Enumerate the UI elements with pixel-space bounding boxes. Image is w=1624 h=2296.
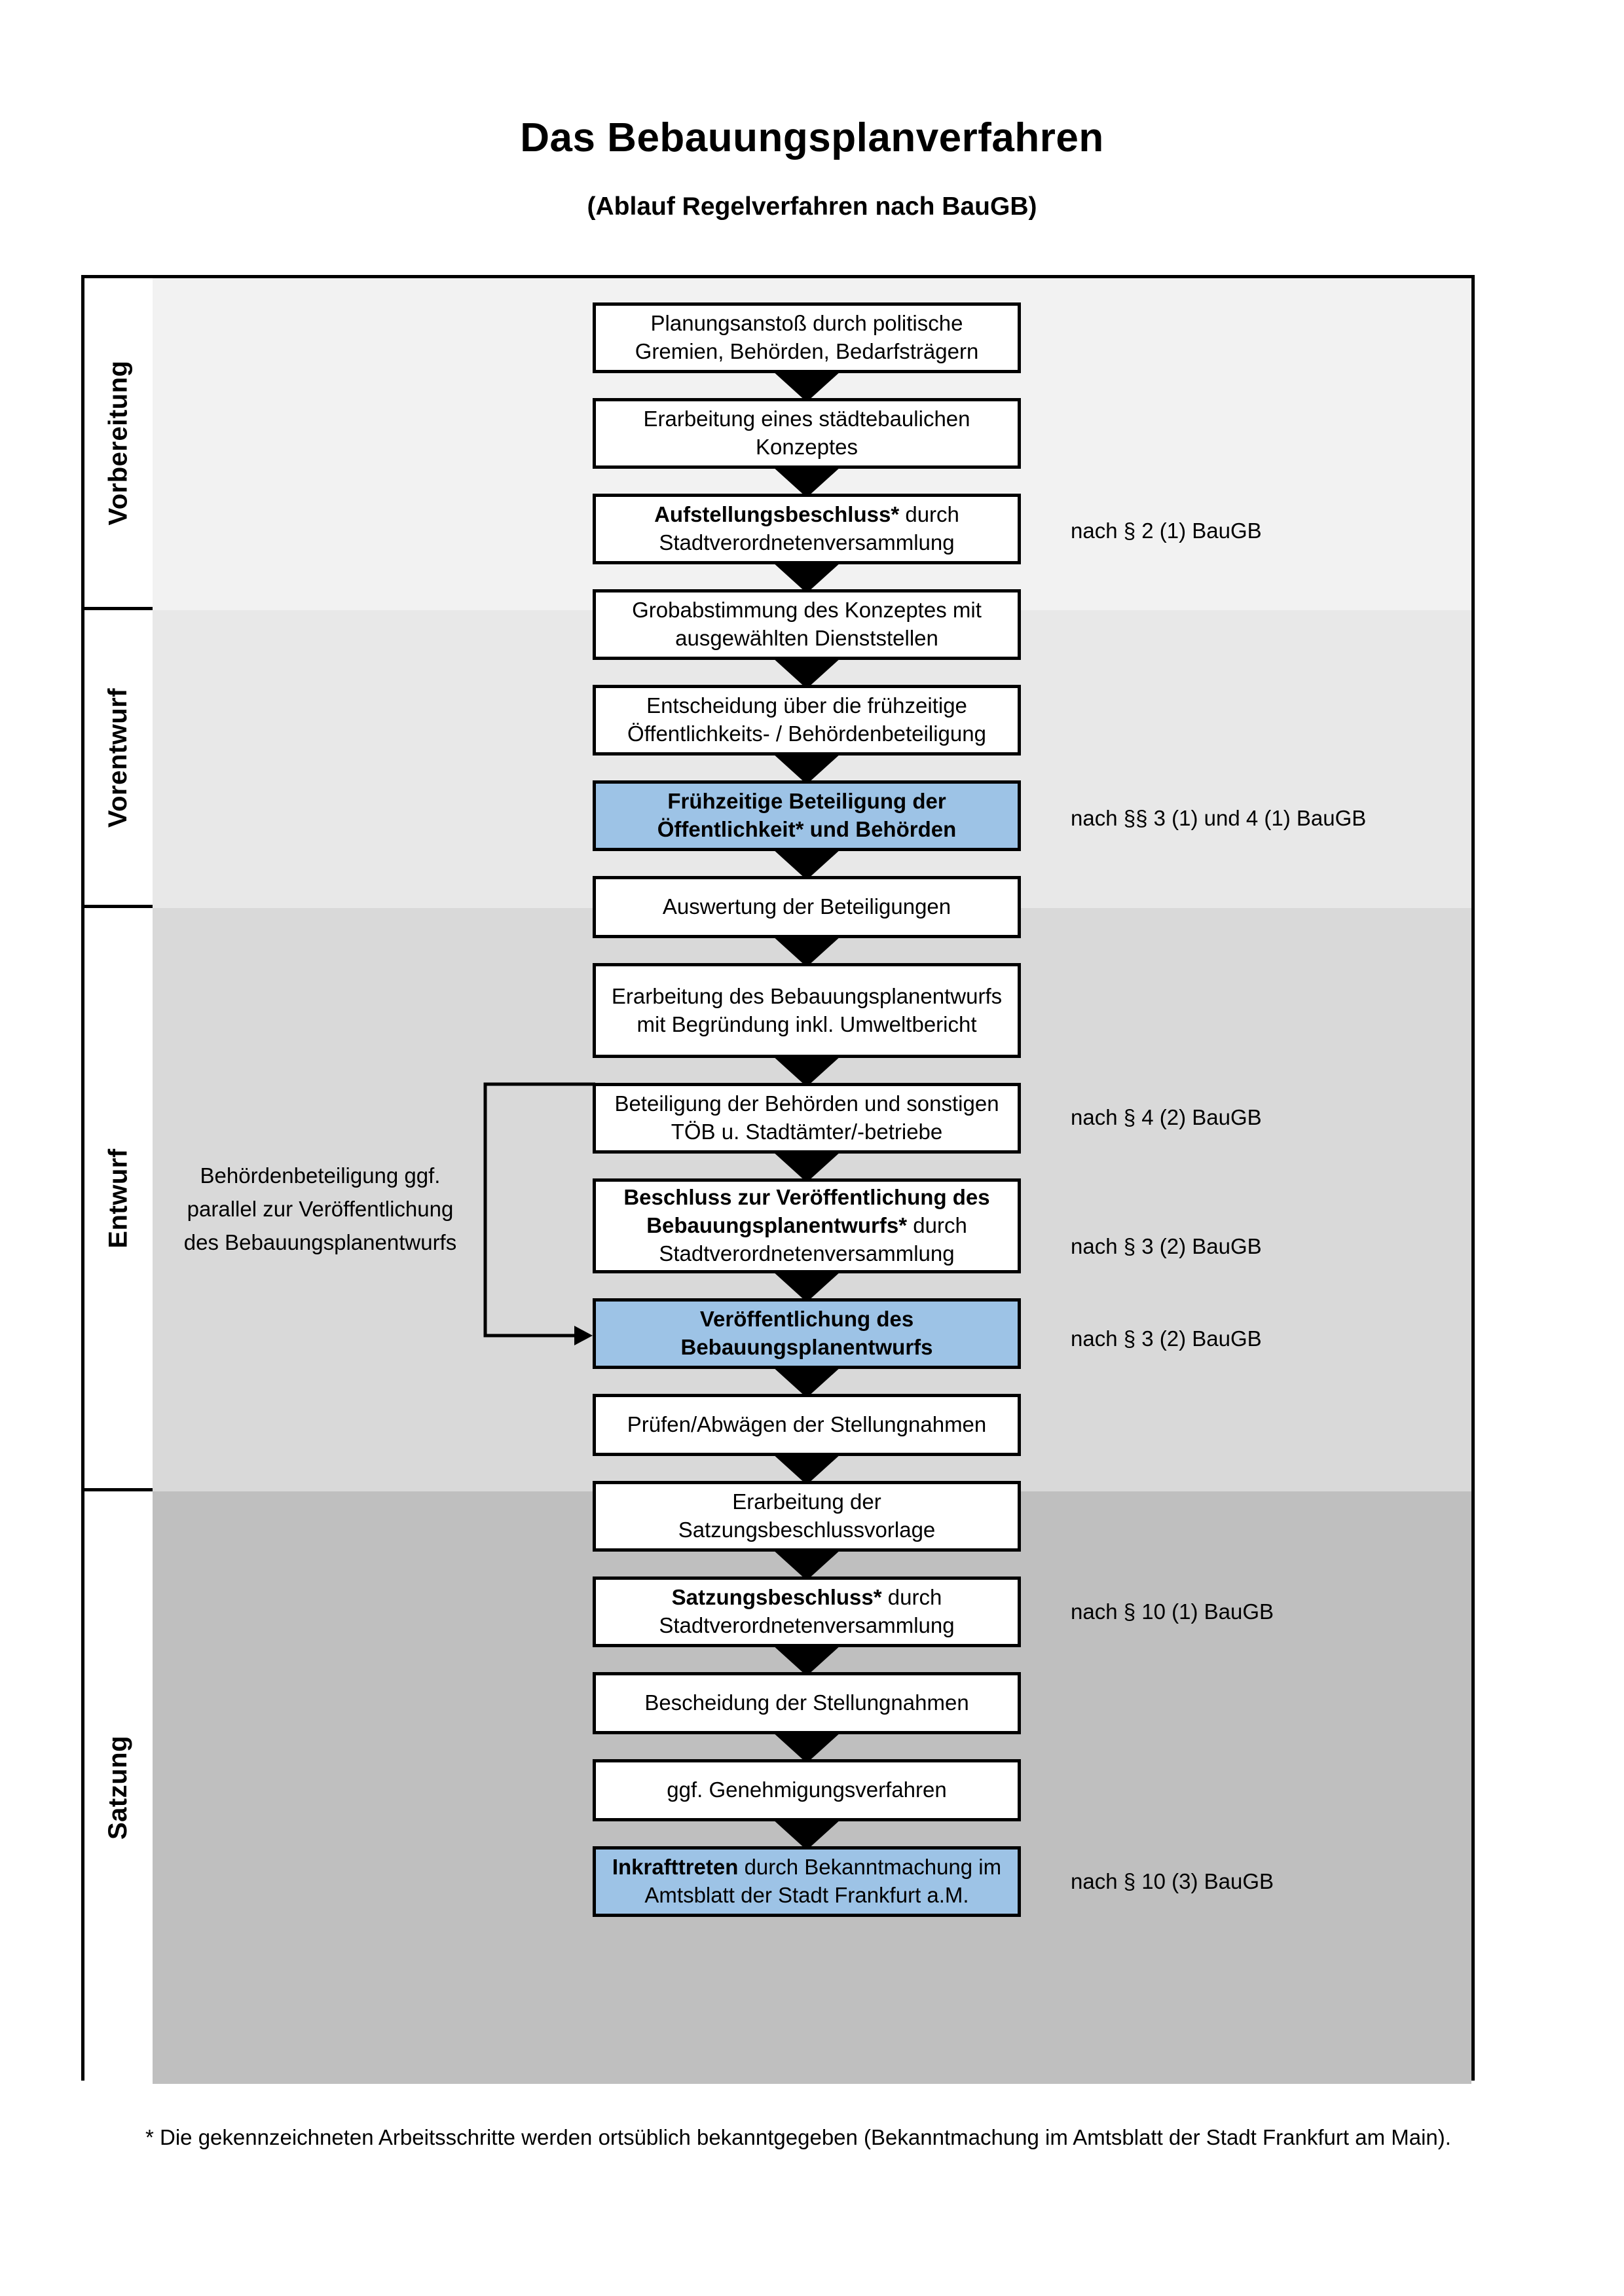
phase-label-column: Vorbereitung Vorentwurf Entwurf Satzung (84, 278, 153, 2084)
phase-label-satzung: Satzung (84, 1491, 153, 2084)
step-grobabstimmung[interactable]: Grobabstimmung des Konzeptes mit ausgewä… (593, 589, 1021, 660)
step-aufstellungsbeschluss-rest: durch Stadtverordnetenversammlung (659, 502, 959, 555)
step-genehmigungsverfahren-text: ggf. Genehmigungsverfahren (667, 1777, 947, 1802)
step-satzungsbeschluss-rest: durch Stadtverordnetenversammlung (659, 1585, 955, 1637)
step-entscheidung-fruehzeitig[interactable]: Entscheidung über die frühzeitige Öffent… (593, 685, 1021, 756)
step-konzept-text: Erarbeitung eines städtebaulichen Konzep… (643, 407, 970, 459)
page-subtitle: (Ablauf Regelverfahren nach BauGB) (587, 192, 1037, 221)
footnote: * Die gekennzeichneten Arbeitsschritte w… (145, 2120, 1475, 2155)
step-bescheidung-text: Bescheidung der Stellungnahmen (644, 1690, 969, 1715)
step-satzungsbeschlussvorlage[interactable]: Erarbeitung der Satzungsbeschlussvorlage (593, 1481, 1021, 1552)
phase-label-entwurf: Entwurf (84, 908, 153, 1491)
step-auswertung[interactable]: Auswertung der Beteiligungen (593, 876, 1021, 938)
step-satzungsbeschluss[interactable]: Satzungsbeschluss* durch Stadtverordnete… (593, 1576, 1021, 1647)
step-satzungsbeschluss-bold: Satzungsbeschluss* (671, 1585, 882, 1610)
flowchart-frame: Vorbereitung Vorentwurf Entwurf Satzung … (81, 275, 1475, 2084)
step-aufstellungsbeschluss[interactable]: Aufstellungsbeschluss* durch Stadtverord… (593, 494, 1021, 564)
step-beschluss-veroeffentlichung[interactable]: Beschluss zur Veröffentlichung des Bebau… (593, 1178, 1021, 1273)
footnote-text: * Die gekennzeichneten Arbeitsschritte w… (145, 2125, 1451, 2149)
step-inkrafttreten-bold: Inkrafttreten (612, 1855, 739, 1880)
phase-label-vorentwurf-text: Vorentwurf (103, 687, 133, 828)
step-erarbeitung-entwurf[interactable]: Erarbeitung des Bebauungsplanentwurfs mi… (593, 963, 1021, 1058)
page-header: Das Bebauungsplanverfahren (Ablauf Regel… (0, 0, 1624, 221)
step-planungsanstoss-text: Planungsanstoß durch politische Gremien,… (635, 311, 979, 363)
phase-label-vorentwurf: Vorentwurf (84, 610, 153, 908)
phase-label-entwurf-text: Entwurf (103, 1148, 133, 1248)
step-beteiligung-behoerden-text: Beteiligung der Behörden und sonstigen T… (614, 1091, 999, 1144)
step-konzept[interactable]: Erarbeitung eines städtebaulichen Konzep… (593, 398, 1021, 469)
step-satzungsbeschlussvorlage-text: Erarbeitung der Satzungsbeschlussvorlage (678, 1489, 936, 1542)
step-veroeffentlichung-bold: Veröffentlichung des Bebauungsplanentwur… (680, 1307, 933, 1359)
step-beschluss-veroeffentlichung-rest: durch Stadtverordnetenversammlung (659, 1213, 967, 1266)
step-pruefen-abwaegen-text: Prüfen/Abwägen der Stellungnahmen (627, 1412, 987, 1437)
phase-label-vorbereitung-text: Vorbereitung (103, 360, 133, 525)
step-grobabstimmung-text: Grobabstimmung des Konzeptes mit ausgewä… (632, 598, 982, 650)
step-genehmigungsverfahren[interactable]: ggf. Genehmigungsverfahren (593, 1759, 1021, 1821)
step-aufstellungsbeschluss-bold: Aufstellungsbeschluss* (654, 502, 900, 527)
step-inkrafttreten[interactable]: Inkrafttreten durch Bekanntmachung im Am… (593, 1846, 1021, 1917)
phase-label-vorbereitung: Vorbereitung (84, 278, 153, 610)
step-beschluss-veroeffentlichung-bold: Beschluss zur Veröffentlichung des Bebau… (623, 1185, 990, 1238)
step-veroeffentlichung[interactable]: Veröffentlichung des Bebauungsplanentwur… (593, 1298, 1021, 1369)
step-pruefen-abwaegen[interactable]: Prüfen/Abwägen der Stellungnahmen (593, 1394, 1021, 1456)
phase-label-satzung-text: Satzung (103, 1735, 133, 1840)
step-planungsanstoss[interactable]: Planungsanstoß durch politische Gremien,… (593, 302, 1021, 373)
step-auswertung-text: Auswertung der Beteiligungen (662, 894, 951, 919)
step-bescheidung[interactable]: Bescheidung der Stellungnahmen (593, 1672, 1021, 1734)
step-fruehzeitige-beteiligung[interactable]: Frühzeitige Beteiligung der Öffentlichke… (593, 780, 1021, 851)
step-erarbeitung-entwurf-text: Erarbeitung des Bebauungsplanentwurfs mi… (611, 983, 1003, 1036)
step-fruehzeitige-beteiligung-bold: Frühzeitige Beteiligung der Öffentlichke… (657, 789, 957, 841)
page-title: Das Bebauungsplanverfahren (520, 115, 1104, 160)
step-beteiligung-behoerden[interactable]: Beteiligung der Behörden und sonstigen T… (593, 1083, 1021, 1154)
step-entscheidung-fruehzeitig-text: Entscheidung über die frühzeitige Öffent… (627, 693, 986, 746)
step-inkrafttreten-rest: durch Bekanntmachung im Amtsblatt der St… (644, 1855, 1002, 1907)
